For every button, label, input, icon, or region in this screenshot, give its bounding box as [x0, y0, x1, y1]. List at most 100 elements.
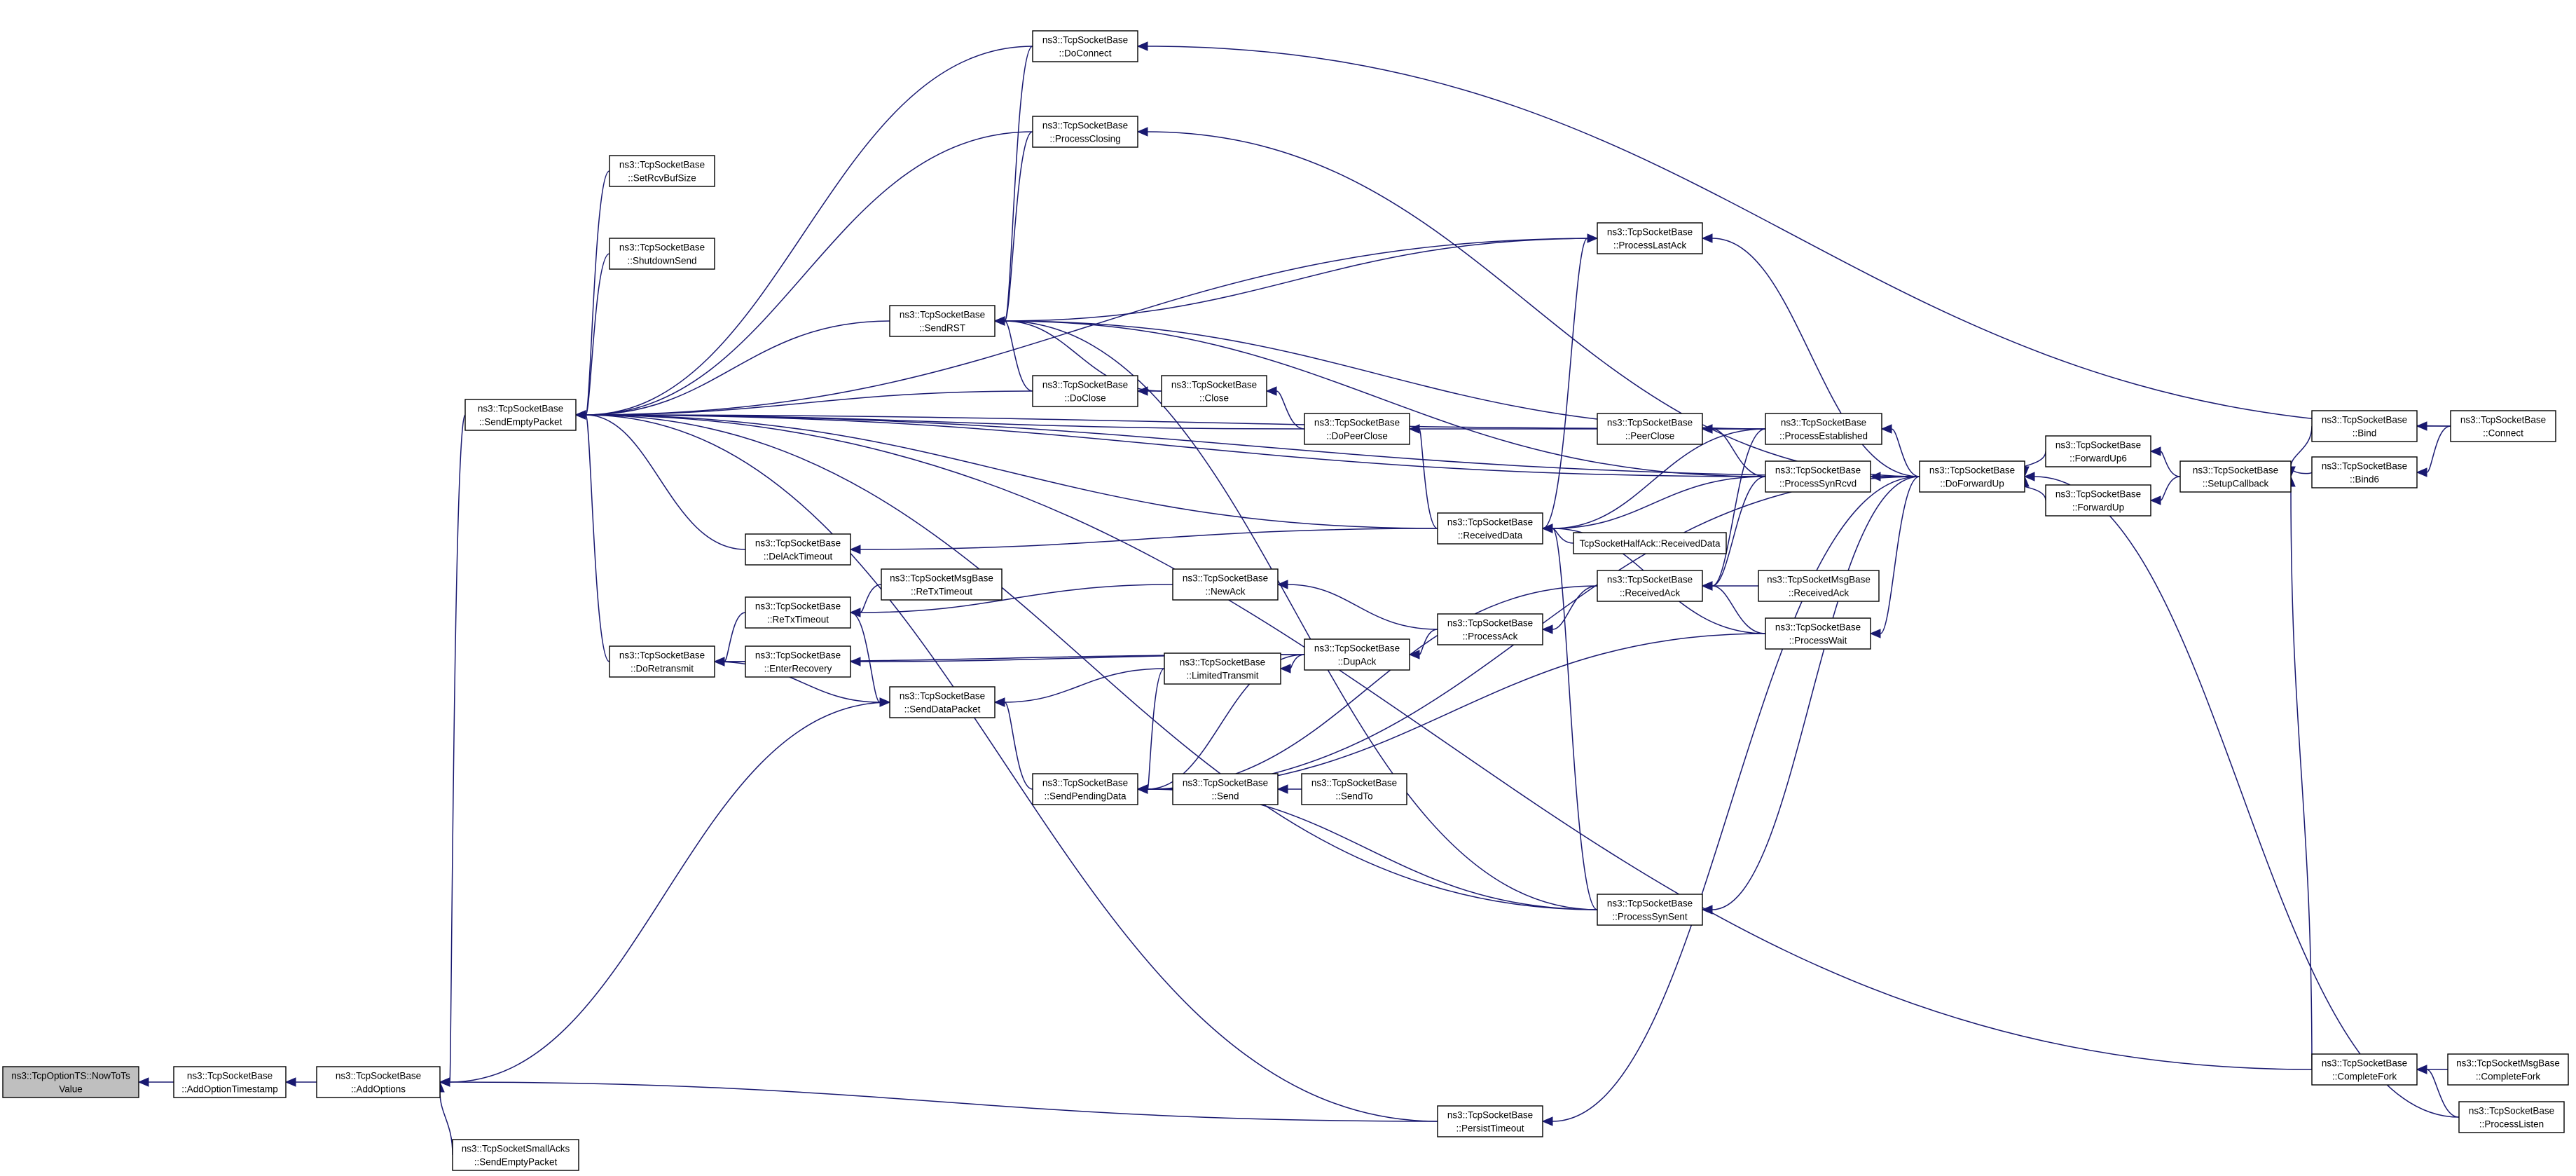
node-doretransmit[interactable]: ns3::TcpSocketBase::DoRetransmit	[609, 645, 715, 678]
node-processclosing[interactable]: ns3::TcpSocketBase::ProcessClosing	[1032, 116, 1138, 148]
node-msgrecvack[interactable]: ns3::TcpSocketMsgBase::ReceivedAck	[1758, 570, 1880, 602]
node-connect[interactable]: ns3::TcpSocketBase::Connect	[2450, 410, 2556, 442]
node-label: ::SetupCallback	[2203, 479, 2269, 489]
node-synsent[interactable]: ns3::TcpSocketBase::ProcessSynSent	[1597, 894, 1703, 926]
node-box	[889, 686, 996, 718]
edge-line	[2160, 451, 2181, 477]
arrow-head	[1701, 424, 1713, 434]
edge-line	[2034, 476, 2460, 1118]
edge-line	[1711, 428, 1766, 587]
edge-dopeerclose-to-close	[1265, 386, 1305, 430]
node-doforwardup[interactable]: ns3::TcpSocketBase::DoForwardUp	[1919, 460, 2025, 493]
edge-addtimestamp-to-nowtots	[137, 1077, 174, 1087]
node-box	[2311, 1053, 2418, 1086]
node-sendpending[interactable]: ns3::TcpSocketBase::SendPendingData	[1032, 773, 1138, 805]
node-setupcb[interactable]: ns3::TcpSocketBase::SetupCallback	[2179, 460, 2292, 493]
node-label: ns3::TcpSocketBase	[755, 650, 841, 661]
node-sendempty[interactable]: ns3::TcpSocketBase::SendEmptyPacket	[464, 399, 577, 431]
node-sendto[interactable]: ns3::TcpSocketBase::SendTo	[1301, 773, 1407, 805]
node-label: ::DoClose	[1064, 393, 1106, 404]
node-label: ns3::TcpSocketBase	[1781, 418, 1866, 428]
edge-established-to-receivedack	[1701, 428, 1766, 591]
node-bind[interactable]: ns3::TcpSocketBase::Bind	[2311, 410, 2418, 442]
node-label: ::SendDataPacket	[904, 704, 981, 715]
edge-line	[1542, 238, 1588, 529]
node-label: ::DoConnect	[1059, 48, 1111, 59]
node-label: ns3::TcpSocketBase	[2469, 1106, 2554, 1116]
node-box	[609, 645, 715, 678]
node-sendrst[interactable]: ns3::TcpSocketBase::SendRST	[889, 305, 996, 337]
edge-line	[585, 320, 890, 416]
node-limitedtx[interactable]: ns3::TcpSocketBase::LimitedTransmit	[1164, 652, 1281, 685]
node-box	[1032, 116, 1138, 148]
node-forwardup6[interactable]: ns3::TcpSocketBase::ForwardUp6	[2045, 435, 2151, 467]
node-box	[2179, 460, 2292, 493]
node-addtimestamp[interactable]: ns3::TcpSocketBase::AddOptionTimestamp	[173, 1066, 287, 1098]
node-halfack[interactable]: TcpSocketHalfAck::ReceivedData	[1573, 532, 1727, 554]
node-dopeerclose[interactable]: ns3::TcpSocketBase::DoPeerClose	[1304, 413, 1410, 445]
arrow-head	[439, 1077, 450, 1087]
node-established[interactable]: ns3::TcpSocketBase::ProcessEstablished	[1765, 413, 1882, 445]
node-setrcvbuf[interactable]: ns3::TcpSocketBase::SetRcvBufSize	[609, 155, 715, 187]
node-retxtimeout[interactable]: ns3::TcpSocketBase::ReTxTimeout	[745, 596, 851, 629]
node-box	[2450, 410, 2556, 442]
edge-line	[1290, 654, 1305, 669]
edge-line	[1004, 668, 1165, 703]
edge-line	[714, 661, 881, 703]
node-label: ::ForwardUp6	[2069, 453, 2127, 464]
node-label: ::AddOptions	[351, 1084, 406, 1095]
edge-doconnect-to-sendrst	[993, 46, 1033, 326]
node-shutdownsend[interactable]: ns3::TcpSocketBase::ShutdownSend	[609, 238, 715, 270]
arrow-head	[2416, 467, 2427, 477]
node-label: ::Bind6	[2350, 474, 2379, 485]
node-label: ns3::TcpSocketBase	[1775, 622, 1861, 633]
node-doclose[interactable]: ns3::TcpSocketBase::DoClose	[1032, 375, 1138, 407]
edge-line	[1004, 702, 1033, 790]
node-forwardup[interactable]: ns3::TcpSocketBase::ForwardUp	[2045, 484, 2151, 517]
node-newack[interactable]: ns3::TcpSocketBase::NewAck	[1172, 568, 1279, 601]
node-receivedack[interactable]: ns3::TcpSocketBase::ReceivedAck	[1597, 570, 1703, 602]
node-enterrecovery[interactable]: ns3::TcpSocketBase::EnterRecovery	[745, 645, 851, 678]
edge-processlisten-to-completefork	[2416, 1065, 2460, 1118]
node-senddata[interactable]: ns3::TcpSocketBase::SendDataPacket	[889, 686, 996, 718]
arrow-head	[1541, 624, 1553, 634]
node-msgretx[interactable]: ns3::TcpSocketMsgBase::ReTxTimeout	[881, 568, 1003, 601]
node-lastack[interactable]: ns3::TcpSocketBase::ProcessLastAck	[1597, 222, 1703, 254]
node-send[interactable]: ns3::TcpSocketBase::Send	[1172, 773, 1279, 805]
node-addoptions[interactable]: ns3::TcpSocketBase::AddOptions	[316, 1066, 441, 1098]
node-processwait[interactable]: ns3::TcpSocketBase::ProcessWait	[1765, 617, 1871, 650]
edge-line	[1552, 476, 1920, 1122]
edge-processclosing-to-sendrst	[993, 131, 1033, 326]
node-label: ::EnterRecovery	[764, 664, 832, 674]
node-completefork[interactable]: ns3::TcpSocketBase::CompleteFork	[2311, 1053, 2418, 1086]
arrow-head	[1880, 424, 1892, 434]
node-persist[interactable]: ns3::TcpSocketBase::PersistTimeout	[1437, 1105, 1543, 1137]
node-label: ::ProcessClosing	[1049, 134, 1120, 144]
node-box	[1765, 460, 1871, 493]
edge-line	[1711, 238, 1920, 477]
edge-addoptions-to-addtimestamp	[284, 1077, 317, 1087]
node-label: ::CompleteFork	[2332, 1072, 2397, 1082]
arrow-head	[2149, 495, 2161, 505]
node-label: ns3::TcpSocketBase	[755, 601, 841, 612]
node-box	[745, 533, 851, 566]
node-peerclose[interactable]: ns3::TcpSocketBase::PeerClose	[1597, 413, 1703, 445]
arrow-head	[1541, 1116, 1553, 1126]
arrow-head	[1408, 424, 1420, 434]
node-receiveddata[interactable]: ns3::TcpSocketBase::ReceivedData	[1437, 512, 1543, 545]
node-delacktimeout[interactable]: ns3::TcpSocketBase::DelAckTimeout	[745, 533, 851, 566]
node-msgcompletefork[interactable]: ns3::TcpSocketMsgBase::CompleteFork	[2447, 1053, 2569, 1086]
arrow-head	[1136, 127, 1148, 137]
edge-line	[2426, 1069, 2460, 1118]
node-label: ::SetRcvBufSize	[628, 173, 696, 184]
node-bind6[interactable]: ns3::TcpSocketBase::Bind6	[2311, 456, 2418, 488]
node-synrcvd[interactable]: ns3::TcpSocketBase::ProcessSynRcvd	[1765, 460, 1871, 493]
node-processack[interactable]: ns3::TcpSocketBase::ProcessAck	[1437, 613, 1543, 645]
node-smallacks[interactable]: ns3::TcpSocketSmallAcks::SendEmptyPacket	[452, 1139, 579, 1171]
node-doconnect[interactable]: ns3::TcpSocketBase::DoConnect	[1032, 30, 1138, 62]
node-close[interactable]: ns3::TcpSocketBase::Close	[1161, 375, 1267, 407]
node-processlisten[interactable]: ns3::TcpSocketBase::ProcessListen	[2458, 1101, 2565, 1133]
node-box	[2311, 456, 2418, 488]
node-dupack[interactable]: ns3::TcpSocketBase::DupAck	[1304, 638, 1410, 671]
